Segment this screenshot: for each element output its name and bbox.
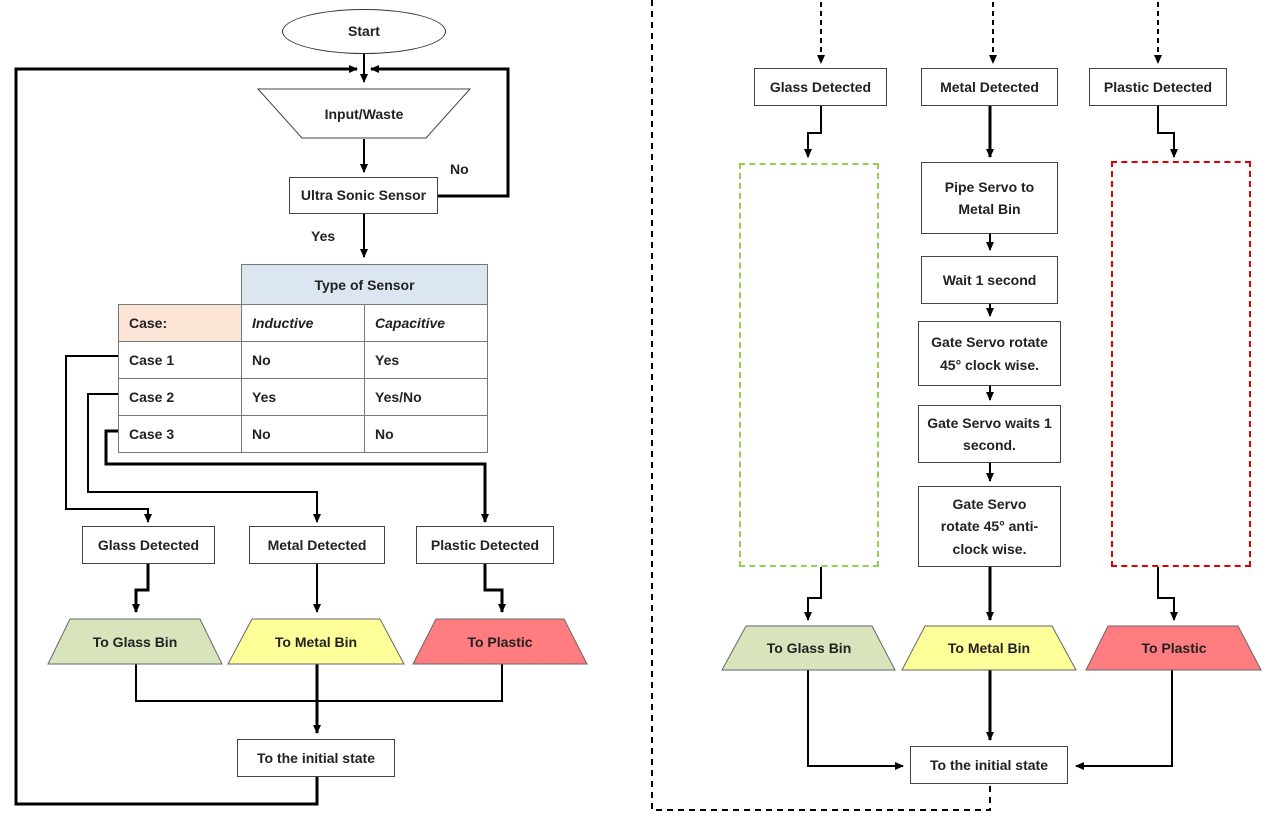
left-metal-bin-label: To Metal Bin bbox=[274, 633, 358, 650]
ultrasonic-sensor-box: Ultra Sonic Sensor bbox=[289, 177, 438, 214]
metal-step-gate-rotate-cw-label: Gate Servo rotate 45° clock wise. bbox=[931, 334, 1048, 373]
table-cell: Yes bbox=[364, 341, 488, 379]
left-plastic-detected-label: Plastic Detected bbox=[430, 536, 540, 553]
right-plastic-bin: To Plastic bbox=[1098, 626, 1250, 670]
table-row: Case 3 No No bbox=[118, 415, 488, 453]
left-initial-state-box: To the initial state bbox=[237, 739, 395, 777]
left-metal-detected-box: Metal Detected bbox=[249, 526, 385, 564]
glass-placeholder-dashed-box bbox=[739, 163, 879, 567]
sensor-case-table: Type of Sensor Case: Inductive Capacitiv… bbox=[118, 264, 488, 453]
right-initial-state-box: To the initial state bbox=[910, 746, 1068, 784]
left-initial-state-label: To the initial state bbox=[257, 749, 375, 766]
table-header-case: Case: bbox=[118, 304, 242, 342]
right-glass-bin-label: To Glass Bin bbox=[766, 640, 852, 656]
start-terminal: Start bbox=[282, 9, 446, 54]
ultrasonic-sensor-label: Ultra Sonic Sensor bbox=[300, 187, 427, 204]
no-branch-label: No bbox=[450, 161, 469, 177]
metal-step-gate-rotate-cw: Gate Servo rotate 45° clock wise. bbox=[918, 321, 1061, 386]
left-plastic-bin: To Plastic bbox=[424, 619, 576, 664]
left-plastic-bin-shape bbox=[412, 618, 588, 665]
metal-step-gate-wait: Gate Servo waits 1 second. bbox=[918, 405, 1061, 463]
right-glass-detected-label: Glass Detected bbox=[769, 78, 872, 95]
start-label: Start bbox=[348, 23, 380, 40]
metal-step-gate-wait-label: Gate Servo waits 1 second. bbox=[927, 414, 1052, 453]
left-glass-bin-shape bbox=[47, 618, 223, 665]
metal-step-pipe-servo-label: Pipe Servo to Metal Bin bbox=[944, 178, 1035, 217]
left-metal-bin: To Metal Bin bbox=[240, 619, 392, 664]
table-cell: No bbox=[241, 415, 365, 453]
metal-step-pipe-servo: Pipe Servo to Metal Bin bbox=[921, 162, 1058, 234]
right-plastic-detected-box: Plastic Detected bbox=[1089, 68, 1227, 106]
table-cell: Yes/No bbox=[364, 378, 488, 416]
right-plastic-detected-label: Plastic Detected bbox=[1103, 78, 1213, 95]
left-glass-detected-box: Glass Detected bbox=[82, 526, 215, 564]
metal-step-wait: Wait 1 second bbox=[921, 256, 1058, 304]
left-glass-bin: To Glass Bin bbox=[60, 619, 210, 664]
yes-branch-label: Yes bbox=[311, 228, 336, 244]
table-row: Case 2 Yes Yes/No bbox=[118, 378, 488, 416]
left-plastic-bin-label: To Plastic bbox=[467, 633, 533, 650]
left-plastic-detected-box: Plastic Detected bbox=[416, 526, 554, 564]
right-plastic-bin-label: To Plastic bbox=[1141, 640, 1207, 656]
table-cell: Yes bbox=[241, 378, 365, 416]
input-waste-label: Input/Waste bbox=[324, 105, 404, 122]
metal-step-gate-rotate-acw-label: Gate Servo rotate 45° anti-clock wise. bbox=[940, 495, 1039, 557]
right-metal-bin-label: To Metal Bin bbox=[947, 640, 1031, 656]
metal-step-wait-label: Wait 1 second bbox=[942, 271, 1037, 288]
right-metal-detected-label: Metal Detected bbox=[940, 78, 1039, 95]
table-header-capacitive: Capacitive bbox=[364, 304, 488, 342]
right-plastic-bin-shape bbox=[1085, 625, 1262, 671]
plastic-placeholder-dashed-box bbox=[1111, 161, 1251, 567]
table-cell: No bbox=[241, 341, 365, 379]
input-waste-shape bbox=[256, 88, 472, 139]
metal-step-gate-rotate-acw: Gate Servo rotate 45° anti-clock wise. bbox=[918, 486, 1061, 567]
right-metal-bin: To Metal Bin bbox=[914, 626, 1064, 670]
right-metal-bin-shape bbox=[901, 625, 1077, 671]
right-glass-bin-shape bbox=[721, 625, 896, 671]
right-glass-bin: To Glass Bin bbox=[734, 626, 884, 670]
left-glass-detected-label: Glass Detected bbox=[97, 536, 200, 553]
table-cell: Case 3 bbox=[118, 415, 242, 453]
left-metal-bin-shape bbox=[227, 618, 405, 665]
table-header-inductive: Inductive bbox=[241, 304, 365, 342]
table-cell: Case 2 bbox=[118, 378, 242, 416]
input-waste-label-wrap: Input/Waste bbox=[302, 89, 426, 138]
table-cell: No bbox=[364, 415, 488, 453]
table-row: Case 1 No Yes bbox=[118, 341, 488, 379]
table-title: Type of Sensor bbox=[241, 264, 488, 305]
right-metal-detected-box: Metal Detected bbox=[921, 68, 1058, 106]
left-metal-detected-label: Metal Detected bbox=[267, 536, 367, 553]
right-initial-state-label: To the initial state bbox=[930, 756, 1048, 773]
table-cell: Case 1 bbox=[118, 341, 242, 379]
left-glass-bin-label: To Glass Bin bbox=[92, 633, 178, 650]
right-glass-detected-box: Glass Detected bbox=[754, 68, 887, 106]
